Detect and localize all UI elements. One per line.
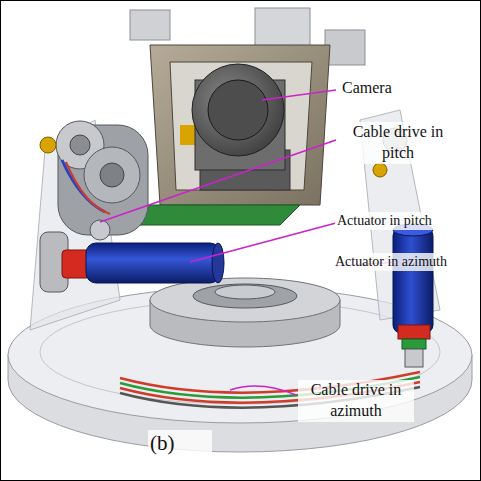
drawing-rect: [398, 325, 430, 339]
drawing-circle: [90, 220, 110, 240]
camera-body: [192, 64, 285, 170]
drawing-ellipse: [193, 284, 297, 308]
part-label: Camera: [340, 78, 474, 99]
part-label: Cable drive in azimuth: [298, 380, 414, 422]
drawing-circle: [100, 163, 124, 187]
part-label: Cable drive in pitch: [340, 122, 456, 164]
drawing-ellipse: [150, 278, 340, 322]
pitch-actuator: [40, 232, 224, 292]
drawing-path: [230, 386, 296, 395]
drawing-rect: [325, 30, 365, 65]
drawing-path: [170, 62, 312, 190]
camera-frame: [150, 45, 330, 205]
drawing-circle: [373, 163, 387, 177]
drawing-path: [262, 90, 336, 100]
drawing-rect: [402, 339, 426, 349]
drawing-ellipse: [212, 243, 224, 283]
turret: [150, 278, 340, 347]
drawing-rect: [86, 243, 220, 283]
panel-label: (b): [148, 430, 212, 457]
part-label: Actuator in pitch: [335, 212, 477, 230]
drawing-path: [100, 140, 336, 222]
drawing-circle: [208, 80, 268, 140]
drawing-rect: [180, 125, 196, 145]
drawing-rect: [405, 349, 423, 367]
drawing-path: [66, 162, 110, 214]
drawing-circle: [192, 64, 284, 156]
part-label: Actuator in azimuth: [333, 253, 477, 271]
drawing-path: [190, 223, 336, 262]
drawing-circle: [70, 135, 90, 155]
azimuth-actuator: [393, 224, 433, 367]
drawing-rect: [130, 10, 170, 40]
drawing-rect: [393, 228, 433, 333]
drawing-ellipse: [215, 285, 275, 299]
drawing-circle: [84, 147, 140, 203]
drawing-path: [150, 45, 330, 205]
drawing-circle: [40, 137, 56, 153]
drawing-rect: [255, 8, 310, 48]
